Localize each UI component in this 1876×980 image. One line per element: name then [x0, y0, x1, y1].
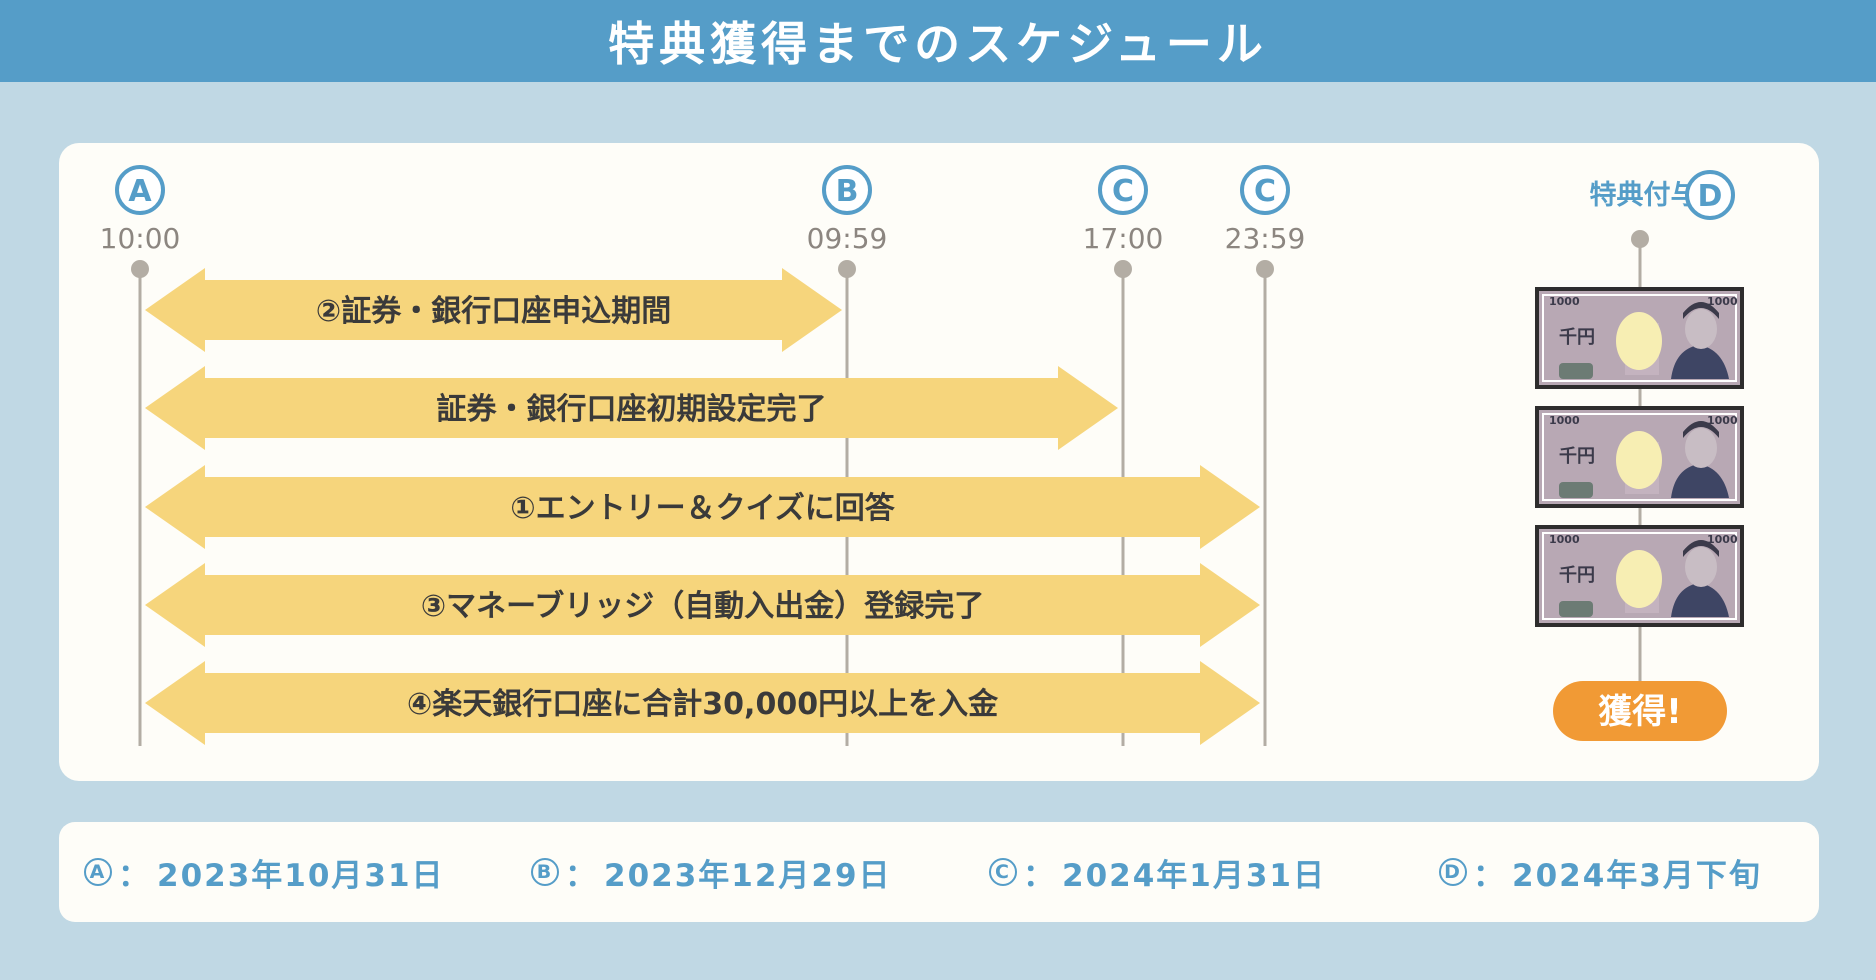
- marker-letter: C: [1112, 174, 1134, 209]
- banknote-frame: [1542, 413, 1737, 501]
- header-banner: 特典獲得までのスケジュール: [0, 0, 1876, 82]
- timeline-dot: [131, 260, 149, 278]
- banknote-portrait: [1685, 547, 1717, 587]
- legend-date-d: 2024年3月下旬: [1512, 857, 1762, 894]
- banknote-number: 1000: [1549, 414, 1580, 427]
- banknote-number: 1000: [1707, 295, 1738, 308]
- banknote-text: 千円: [1559, 446, 1595, 467]
- marker-time-label: 09:59: [807, 222, 888, 255]
- legend-separator: ：: [1023, 857, 1056, 894]
- marker-badge: [1098, 165, 1148, 215]
- timeline-dot: [1114, 260, 1132, 278]
- date-legend: A ： 2023年10月31日 B ： 2023年12月29日 C ： 2024…: [59, 822, 1819, 922]
- legend-item-c: C ： 2024年1月31日: [989, 822, 1326, 922]
- period-arrow: [145, 563, 1260, 647]
- acquire-label: 獲得!: [1598, 692, 1682, 732]
- period-arrow: [145, 661, 1260, 745]
- banknote-number: 1000: [1707, 414, 1738, 427]
- banknote-portrait: [1671, 464, 1729, 498]
- banknote-frame: [1542, 294, 1737, 382]
- banknote-hologram: [1559, 363, 1593, 379]
- legend-badge-c: C: [989, 858, 1017, 886]
- marker-letter: B: [836, 174, 859, 209]
- period-label: ④楽天銀行口座に合計30,000円以上を入金: [407, 687, 999, 722]
- banknote-text: 千円: [1559, 327, 1595, 348]
- legend-badge-a: A: [84, 858, 112, 886]
- banknote-number: 1000: [1549, 533, 1580, 546]
- banknote-portrait: [1685, 309, 1717, 349]
- period-label: ②証券・銀行口座申込期間: [316, 294, 671, 329]
- marker-letter: C: [1254, 174, 1276, 209]
- banknote-watermark: [1616, 431, 1662, 489]
- banknote-portrait: [1683, 421, 1719, 438]
- page-title: 特典獲得までのスケジュール: [608, 17, 1268, 71]
- banknote-number: 1000: [1549, 295, 1580, 308]
- period-label: ①エントリー＆クイズに回答: [510, 491, 896, 526]
- timeline-dot: [838, 260, 856, 278]
- legend-separator: ：: [1473, 857, 1506, 894]
- marker-badge: [115, 165, 165, 215]
- timeline-dot: [1256, 260, 1274, 278]
- legend-item-b: B ： 2023年12月29日: [531, 822, 892, 922]
- banknote-frame: [1542, 532, 1737, 620]
- legend-separator: ：: [565, 857, 598, 894]
- legend-item-d: D ： 2024年3月下旬: [1439, 822, 1762, 922]
- marker-time-label: 17:00: [1083, 222, 1164, 255]
- reward-dot: [1631, 230, 1649, 248]
- schedule-panel: 10:00 A 09:59 B 17:00 C 23:59 C ②証券・銀行口座申込期間証券・銀…: [59, 143, 1819, 781]
- banknote-hologram: [1559, 601, 1593, 617]
- banknote-portrait: [1683, 302, 1719, 319]
- banknote-watermark: [1616, 312, 1662, 370]
- marker-badge: [1240, 165, 1290, 215]
- period-label: 証券・銀行口座初期設定完了: [437, 392, 827, 427]
- legend-separator: ：: [118, 857, 151, 894]
- banknote-portrait: [1685, 428, 1717, 468]
- legend-badge-d: D: [1439, 858, 1467, 886]
- marker-time-label: 23:59: [1225, 222, 1306, 255]
- banknote-watermark: [1616, 550, 1662, 608]
- legend-item-a: A ： 2023年10月31日: [84, 822, 445, 922]
- marker-letter: A: [128, 174, 152, 209]
- banknote-text: 千円: [1559, 565, 1595, 586]
- marker-badge: [822, 165, 872, 215]
- banknote-icon: 1000 1000 千円: [1535, 406, 1744, 508]
- period-arrow: [145, 268, 842, 352]
- banknote-icon: 1000 1000 千円: [1535, 525, 1744, 627]
- acquire-badge: [1553, 681, 1727, 741]
- legend-badge-b: B: [531, 858, 559, 886]
- period-arrow: [145, 366, 1118, 450]
- marker-time-label: 10:00: [100, 222, 181, 255]
- banknote-hologram: [1559, 482, 1593, 498]
- period-label: ③マネーブリッジ（自動入出金）登録完了: [421, 589, 985, 624]
- reward-badge: [1685, 170, 1735, 220]
- legend-date-c: 2024年1月31日: [1062, 857, 1326, 894]
- banknote-number: 1000: [1707, 533, 1738, 546]
- legend-date-a: 2023年10月31日: [157, 857, 445, 894]
- banknote-portrait: [1683, 540, 1719, 557]
- banknote-icon: 1000 1000 千円: [1535, 287, 1744, 389]
- reward-letter: D: [1698, 179, 1723, 214]
- legend-date-b: 2023年12月29日: [604, 857, 892, 894]
- period-arrow: [145, 465, 1260, 549]
- banknote-portrait: [1671, 583, 1729, 617]
- banknote-portrait: [1671, 345, 1729, 379]
- schedule-timeline: 10:00 A 09:59 B 17:00 C 23:59 C ②証券・銀行口座申込期間証券・銀…: [100, 165, 1744, 746]
